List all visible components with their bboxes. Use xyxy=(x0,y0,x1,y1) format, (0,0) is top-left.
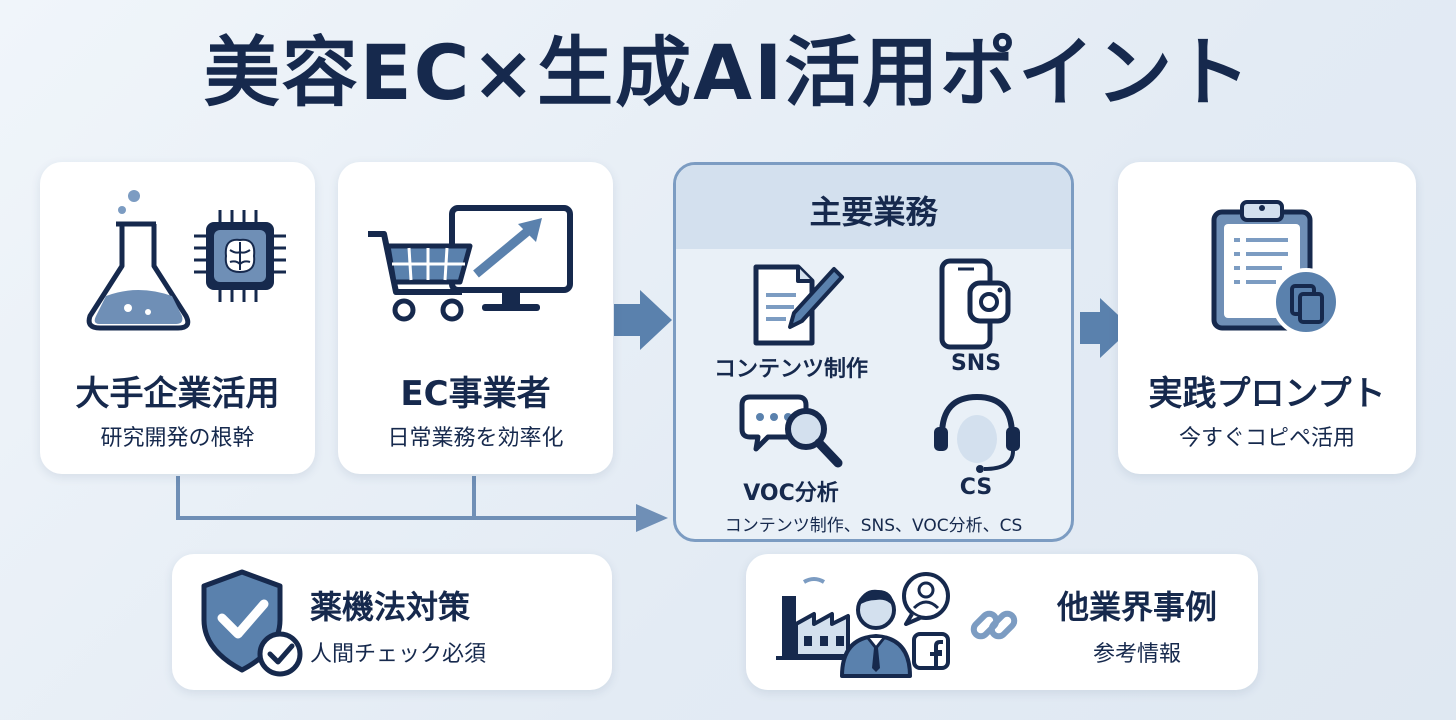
phone-instagram-icon xyxy=(939,258,1011,350)
businessman-icon xyxy=(840,589,912,678)
task-cs-label: CS xyxy=(959,475,993,500)
main-tasks-header xyxy=(676,165,1071,249)
page-title: 美容EC×生成AI活用ポイント xyxy=(203,28,1253,117)
card-yakki-label: 薬機法対策 xyxy=(310,588,471,626)
arrow-to-prompt xyxy=(1080,298,1132,358)
card-yakki-sub: 人間チェック必須 xyxy=(310,642,487,667)
cart-icon xyxy=(368,231,473,322)
card-ec: EC事業者 日常業務を効率化 xyxy=(338,162,613,474)
ai-chip-icon xyxy=(194,210,286,302)
task-content-label: コンテンツ制作 xyxy=(713,357,868,382)
user-bubble-icon xyxy=(902,572,950,626)
main-tasks-title: 主要業務 xyxy=(809,193,938,231)
task-voc-label: VOC分析 xyxy=(743,481,839,506)
facebook-icon xyxy=(912,632,950,670)
card-enterprise: 大手企業活用 研究開発の根幹 xyxy=(40,162,315,474)
arrow-to-center xyxy=(614,290,672,350)
headset-icon xyxy=(934,393,1020,473)
card-prompt-label: 実践プロンプト xyxy=(1148,374,1386,414)
shield-check-icon xyxy=(201,569,303,677)
clipboard-copy-icon xyxy=(1211,200,1340,336)
card-other: 他業界事例 参考情報 xyxy=(746,554,1258,690)
card-ec-sub: 日常業務を効率化 xyxy=(387,426,564,451)
card-yakki: 薬機法対策 人間チェック必須 xyxy=(172,554,612,690)
main-tasks-panel: 主要業務 コンテンツ制作 SNS VOC分析 CS コンテンツ制作、SNS、VO… xyxy=(673,162,1074,542)
card-enterprise-sub: 研究開発の根幹 xyxy=(100,426,255,451)
card-ec-label: EC事業者 xyxy=(400,374,551,414)
chat-search-icon xyxy=(739,394,843,468)
flask-icon xyxy=(86,190,191,331)
monitor-growth-icon xyxy=(449,205,573,311)
card-enterprise-label: 大手企業活用 xyxy=(75,374,280,414)
card-prompt-sub: 今すぐコピペ活用 xyxy=(1178,426,1355,451)
card-other-sub: 参考情報 xyxy=(1092,642,1181,667)
factory-icon xyxy=(776,577,854,660)
card-prompt: 実践プロンプト 今すぐコピペ活用 xyxy=(1118,162,1416,474)
card-other-label: 他業界事例 xyxy=(1056,588,1217,626)
main-tasks-summary: コンテンツ制作、SNS、VOC分析、CS xyxy=(724,516,1023,536)
task-sns-label: SNS xyxy=(950,351,1002,376)
document-pen-icon xyxy=(753,264,844,346)
link-icon xyxy=(970,610,1018,640)
